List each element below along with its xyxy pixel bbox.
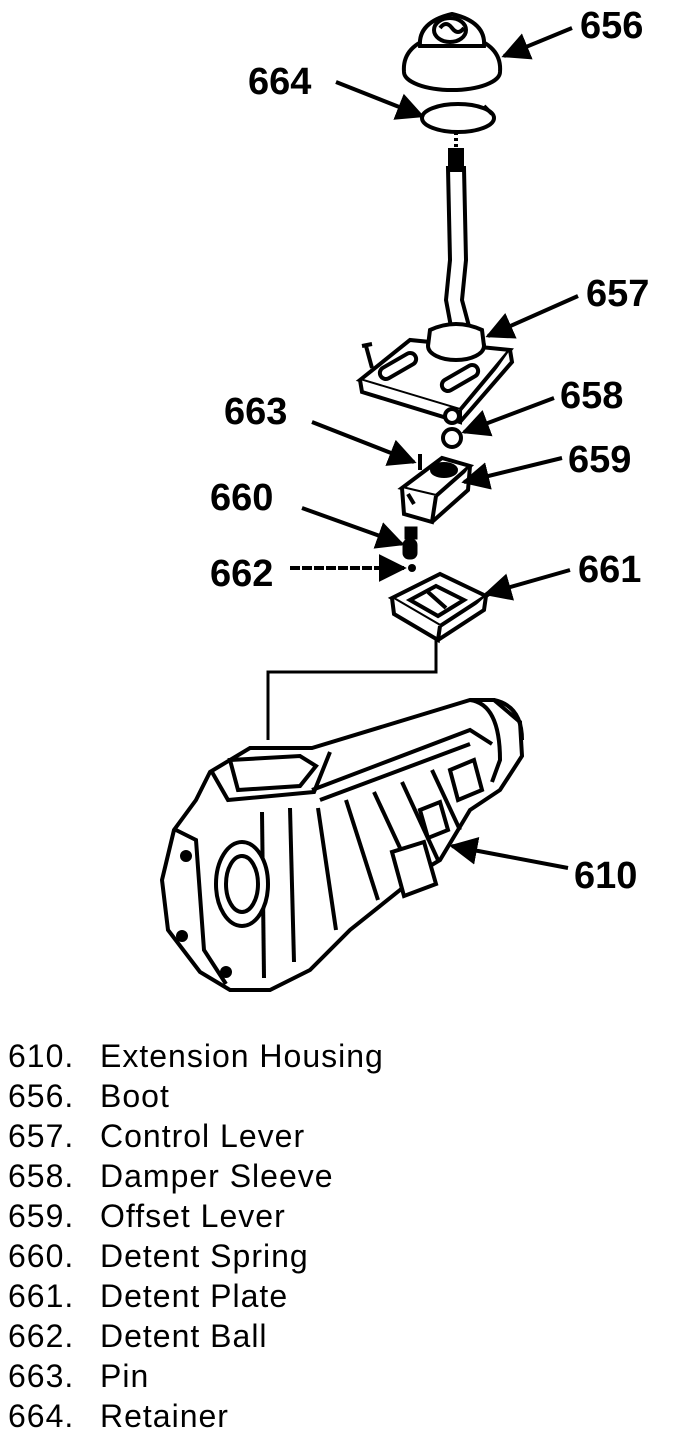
callout-662: 662 [210, 553, 273, 595]
callout-661: 661 [578, 549, 641, 591]
callout-664: 664 [248, 61, 311, 103]
legend-name: Extension Housing [100, 1038, 384, 1074]
detent-ball-part [408, 564, 416, 572]
arrow-658 [461, 396, 555, 437]
control-lever-part [355, 132, 515, 425]
callout-658: 658 [560, 375, 623, 417]
legend-name: Detent Plate [100, 1278, 289, 1314]
arrow-656 [501, 26, 573, 60]
boot-part [401, 11, 503, 92]
arrow-663 [311, 420, 417, 466]
leader-arrows [290, 26, 579, 870]
legend-number: 660. [8, 1238, 75, 1274]
legend-name: Pin [100, 1358, 150, 1394]
legend-item: 659. Offset Lever [8, 1196, 678, 1236]
legend-name: Detent Spring [100, 1238, 309, 1274]
callout-610: 610 [574, 855, 637, 897]
retainer-part [420, 102, 496, 134]
arrow-659 [461, 456, 563, 490]
legend-number: 662. [8, 1318, 75, 1354]
arrow-664 [335, 80, 425, 120]
offset-lever-part [397, 455, 475, 525]
arrow-610 [449, 836, 569, 870]
callout-656: 656 [580, 5, 643, 47]
callout-660: 660 [210, 477, 273, 519]
callout-659: 659 [568, 439, 631, 481]
extension-housing-part [159, 698, 525, 992]
legend-item: 656. Boot [8, 1076, 678, 1116]
legend-number: 658. [8, 1158, 75, 1194]
legend-name: Retainer [100, 1398, 229, 1434]
legend-item: 657. Control Lever [8, 1116, 678, 1156]
legend-item: 662. Detent Ball [8, 1316, 678, 1356]
arrow-661 [483, 568, 571, 601]
legend-number: 663. [8, 1358, 75, 1394]
callout-657: 657 [586, 273, 649, 315]
legend-item: 663. Pin [8, 1356, 678, 1396]
parts-legend: 610. Extension Housing 656. Boot 657. Contr… [8, 1036, 678, 1436]
exploded-parts-diagram: 656 664 657 658 663 659 660 661 662 610 [159, 5, 649, 992]
arrow-657 [485, 294, 579, 339]
legend-item: 664. Retainer [8, 1396, 678, 1436]
legend-number: 657. [8, 1118, 75, 1154]
legend-number: 664. [8, 1398, 75, 1434]
legend-item: 658. Damper Sleeve [8, 1156, 678, 1196]
legend-number: 661. [8, 1278, 75, 1314]
legend-item: 610. Extension Housing [8, 1036, 678, 1076]
legend-number: 610. [8, 1038, 75, 1074]
callout-663: 663 [224, 391, 287, 433]
legend-name: Detent Ball [100, 1318, 268, 1354]
legend-number: 659. [8, 1198, 75, 1234]
damper-sleeve-part [441, 407, 463, 449]
legend-item: 660. Detent Spring [8, 1236, 678, 1276]
detent-plate-part [387, 571, 491, 644]
arrow-660 [301, 506, 405, 549]
detent-spring-part [402, 526, 418, 560]
legend-name: Boot [100, 1078, 170, 1114]
legend-name: Offset Lever [100, 1198, 286, 1234]
legend-name: Damper Sleeve [100, 1158, 334, 1194]
assembly-leader-line [266, 640, 438, 740]
legend-name: Control Lever [100, 1118, 306, 1154]
legend-item: 661. Detent Plate [8, 1276, 678, 1316]
legend-number: 656. [8, 1078, 75, 1114]
